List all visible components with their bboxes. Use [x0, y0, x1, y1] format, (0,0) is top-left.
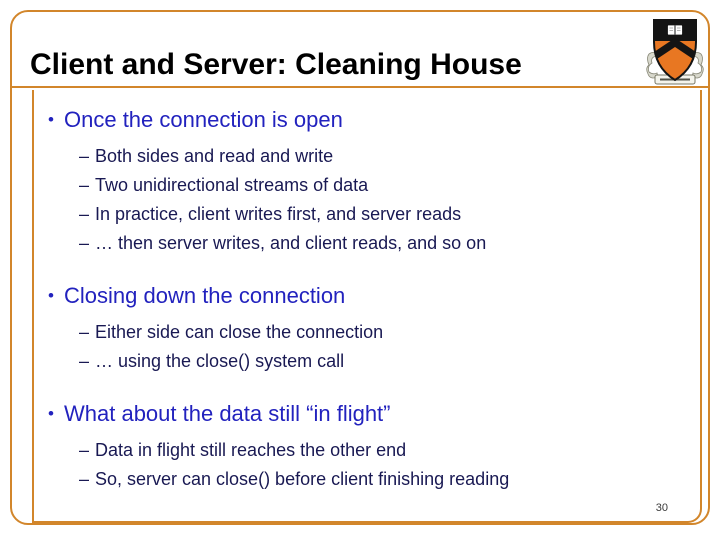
- bullet-dash-icon: –: [79, 322, 90, 342]
- bullet-dot-icon: •: [48, 286, 54, 305]
- sub-bullet: – In practice, client writes first, and …: [48, 200, 692, 229]
- section-closing-connection: • Closing down the connection – Either s…: [48, 282, 692, 376]
- sub-bullet: – Both sides and read and write: [48, 142, 692, 171]
- section-heading: Closing down the connection: [64, 283, 346, 308]
- bullet-dash-icon: –: [79, 351, 90, 371]
- bullet-dot-icon: •: [48, 404, 54, 423]
- section-data-in-flight: • What about the data still “in flight” …: [48, 400, 692, 494]
- section-heading: Once the connection is open: [64, 107, 343, 132]
- bullet-heading: • Closing down the connection: [48, 282, 692, 310]
- bullet-dash-icon: –: [79, 440, 90, 460]
- section-heading: What about the data still “in flight”: [64, 401, 391, 426]
- sub-bullet-text: … using the close() system call: [95, 351, 345, 371]
- bullet-dash-icon: –: [79, 204, 90, 224]
- sub-bullet: – Two unidirectional streams of data: [48, 171, 692, 200]
- section-open-connection: • Once the connection is open – Both sid…: [48, 106, 692, 258]
- body-box: • Once the connection is open – Both sid…: [32, 90, 702, 523]
- bullet-heading: • What about the data still “in flight”: [48, 400, 692, 428]
- bullet-dash-icon: –: [79, 469, 90, 489]
- sub-bullet-text: Either side can close the connection: [95, 322, 384, 342]
- sub-bullet: – Data in flight still reaches the other…: [48, 436, 692, 465]
- slide-frame: Client and Server: Cleaning House: [10, 10, 710, 525]
- sub-bullet: – Either side can close the connection: [48, 318, 692, 347]
- sub-bullet-text: So, server can close() before client fin…: [95, 469, 510, 489]
- page-title: Client and Server: Cleaning House: [30, 48, 522, 81]
- sub-bullet: – … then server writes, and client reads…: [48, 229, 692, 258]
- page-number: 30: [655, 502, 668, 514]
- sub-bullet: – So, server can close() before client f…: [48, 465, 692, 494]
- title-bar: Client and Server: Cleaning House: [12, 12, 708, 88]
- princeton-shield-icon: [646, 19, 704, 85]
- bullet-heading: • Once the connection is open: [48, 106, 692, 134]
- sub-bullet-text: … then server writes, and client reads, …: [95, 233, 487, 253]
- sub-bullet-text: Two unidirectional streams of data: [95, 175, 369, 195]
- sub-bullet-text: In practice, client writes first, and se…: [95, 204, 462, 224]
- sub-bullet: – … using the close() system call: [48, 347, 692, 376]
- bullet-dot-icon: •: [48, 110, 54, 129]
- sub-bullet-text: Both sides and read and write: [95, 146, 334, 166]
- bullet-dash-icon: –: [79, 175, 90, 195]
- bullet-dash-icon: –: [79, 233, 90, 253]
- sub-bullet-text: Data in flight still reaches the other e…: [95, 440, 407, 460]
- bullet-dash-icon: –: [79, 146, 90, 166]
